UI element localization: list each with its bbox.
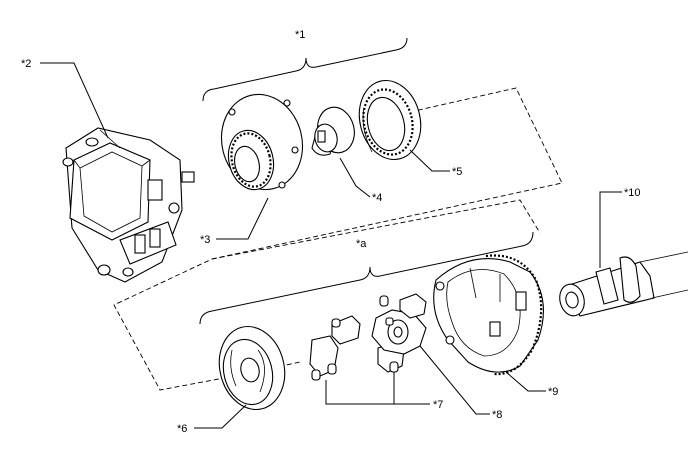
slotted-plate [218, 325, 286, 411]
bracket-1 [202, 37, 408, 102]
callout-10: *10 [624, 187, 641, 199]
actuator-motor-assembly [62, 127, 195, 283]
callout-3: *3 [200, 234, 210, 246]
camshaft-end [559, 251, 688, 317]
leader-lines [40, 62, 622, 429]
callout-4: *4 [372, 192, 382, 204]
callout-9: *9 [548, 386, 558, 398]
collar [311, 106, 355, 156]
callout-5: *5 [452, 166, 462, 178]
callout-1: *1 [295, 29, 305, 41]
vane-pieces [309, 315, 405, 381]
rotor-hub [371, 293, 427, 355]
bracket-a [199, 231, 534, 325]
sprocket-housing [433, 254, 544, 376]
callout-6: *6 [177, 423, 187, 435]
callout-2: *2 [21, 58, 31, 70]
ring-gear [358, 79, 422, 161]
callout-a: *a [356, 238, 367, 250]
callout-8: *8 [492, 409, 502, 421]
flange-plate [220, 93, 304, 191]
callout-7: *7 [433, 399, 443, 411]
